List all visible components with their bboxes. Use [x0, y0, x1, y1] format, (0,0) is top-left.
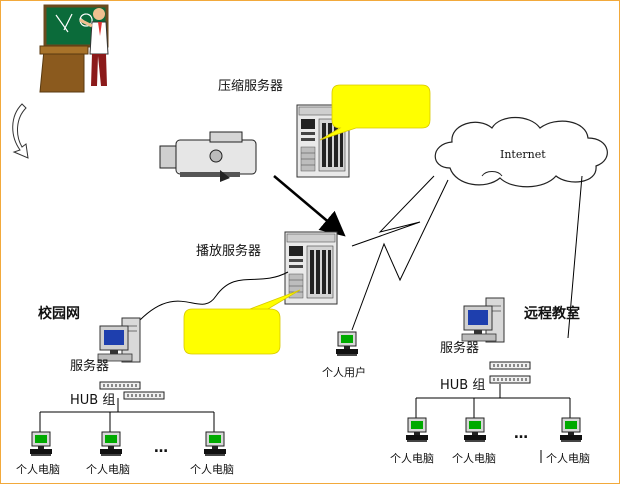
remote-pc-icon: [405, 417, 429, 443]
personal-user-label: 个人用户: [322, 365, 366, 379]
campus-pc-label: 个人电脑: [190, 463, 234, 476]
remote-pc-icon: [463, 417, 487, 443]
remote-server-label: 服务器: [440, 340, 479, 356]
link-cloud-remote: [567, 175, 583, 339]
campus-server-label: 服务器: [70, 358, 109, 374]
remote-pc-icon: [559, 417, 583, 443]
refresh-arrow-icon: [12, 103, 29, 159]
campus-pc-icon: [99, 431, 123, 457]
compression-callout: [319, 84, 431, 141]
remote-hub-label: HUB 组: [440, 378, 485, 393]
campus-ellipsis: …: [154, 440, 168, 456]
remote-pc-label: 个人电脑: [546, 452, 590, 465]
internet-label: Internet: [500, 148, 546, 161]
campus-pc-icon: [29, 431, 53, 457]
cloud-icon: [434, 116, 608, 188]
campus-pc-icon: [203, 431, 227, 457]
link-campus-playback: [139, 271, 289, 321]
campus-hub-icon: [99, 381, 141, 390]
personal-user-pc-icon: [335, 331, 359, 357]
playback-callout: [183, 289, 301, 355]
campus-network-label: 校园网: [38, 305, 80, 322]
campus-server-icon: [97, 317, 141, 363]
remote-hub-icon: [489, 361, 531, 370]
campus-pc-label: 个人电脑: [16, 463, 60, 476]
remote-pc-label: 个人电脑: [390, 452, 434, 465]
video-camera-icon: [159, 131, 257, 182]
playback-server-label: 播放服务器: [196, 243, 261, 259]
link-internet-user: [351, 179, 449, 331]
campus-pc-label: 个人电脑: [86, 463, 130, 476]
link-internet-remote: [351, 175, 435, 247]
flow-arrow: [273, 175, 346, 237]
teacher-icon: [39, 4, 109, 93]
remote-ellipsis: …: [514, 426, 528, 442]
remote-server-icon: [461, 297, 505, 343]
campus-hub-label: HUB 组: [70, 393, 115, 408]
compression-server-label: 压缩服务器: [218, 78, 283, 94]
remote-hub-icon: [489, 375, 531, 384]
remote-pc-label: 个人电脑: [452, 452, 496, 465]
campus-hub-icon: [123, 391, 165, 400]
remote-classroom-label: 远程教室: [524, 305, 580, 322]
